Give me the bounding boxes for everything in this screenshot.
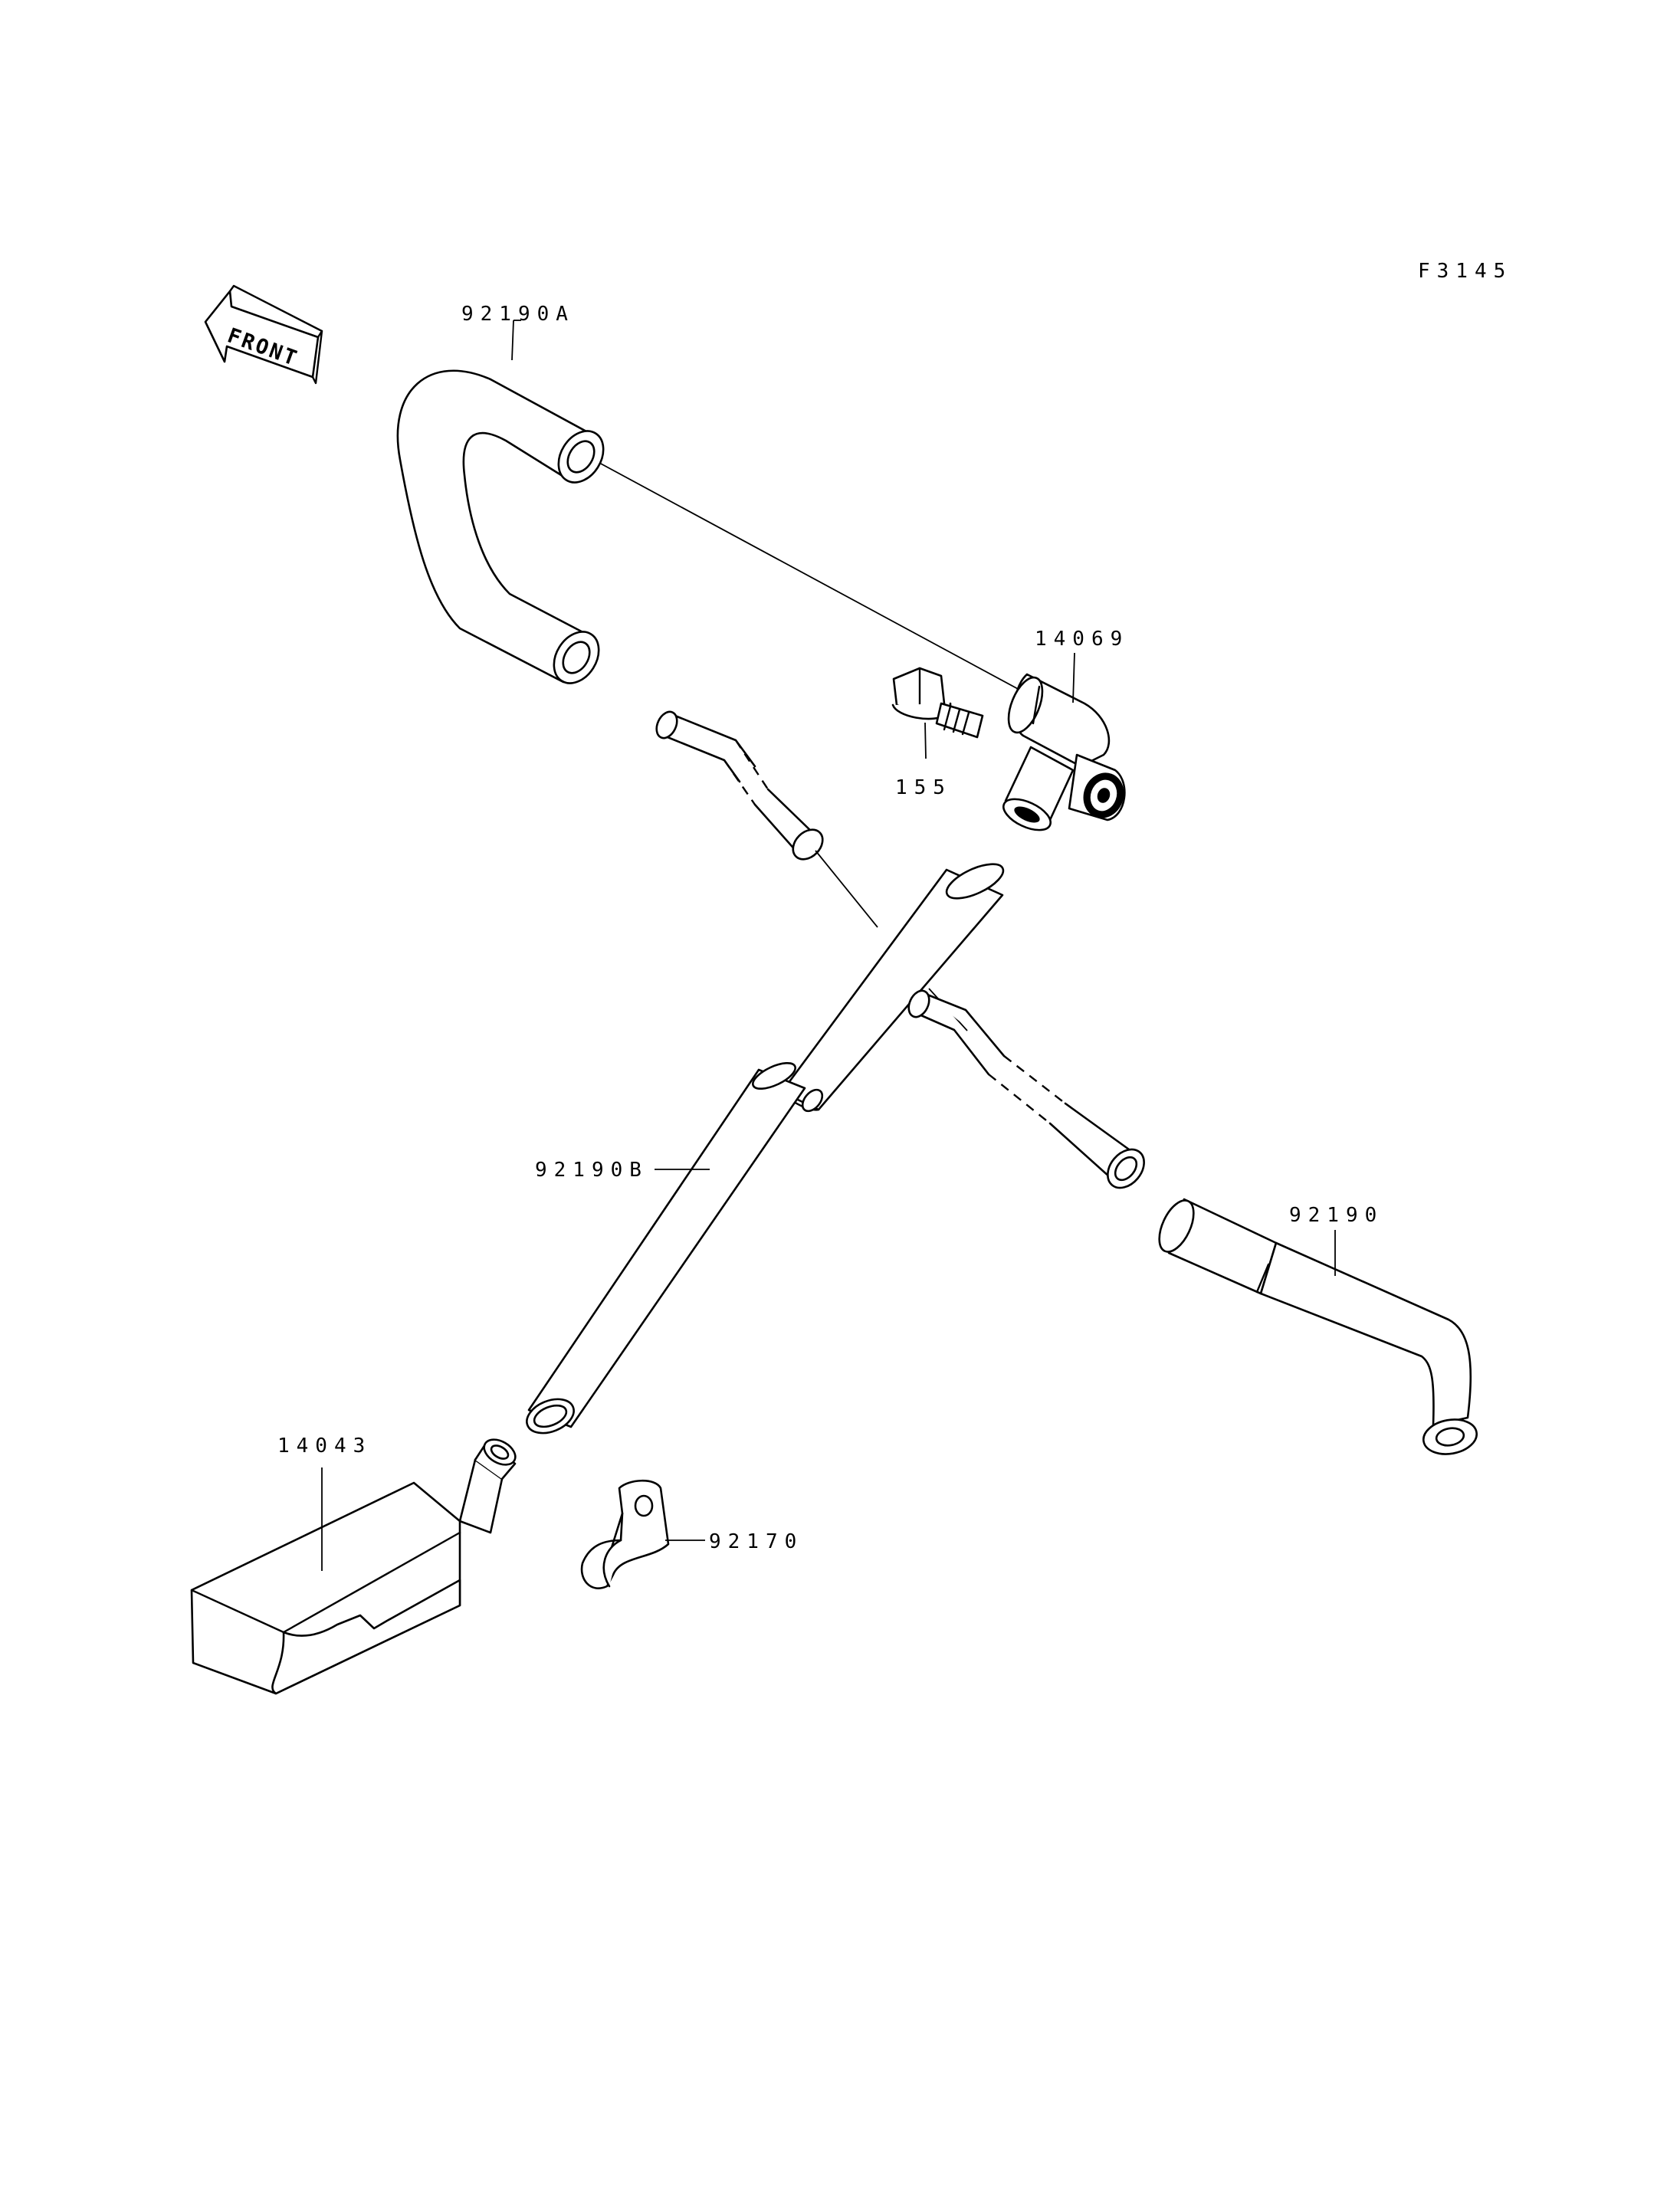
label-92190A: 92190A [461, 303, 575, 326]
part-14043: 14043 [190, 1435, 517, 1695]
label-14043: 14043 [277, 1435, 372, 1458]
part-155: 155 [891, 667, 984, 799]
part-92190B: 92190B [526, 710, 1145, 1435]
front-arrow-icon: FRONT [204, 284, 323, 385]
label-92190: 92190 [1289, 1204, 1383, 1227]
figure-code: F3145 [1418, 260, 1512, 283]
label-92170: 92170 [709, 1530, 803, 1553]
label-14069: 14069 [1035, 628, 1129, 651]
part-92190: 92190 [1158, 1198, 1478, 1455]
part-92190A: 92190A [396, 303, 605, 684]
label-155: 155 [895, 776, 952, 799]
label-92190B: 92190B [535, 1159, 648, 1182]
part-92170: 92170 [580, 1479, 803, 1589]
connection-leader [599, 462, 1020, 690]
part-14069: 14069 [1002, 628, 1129, 831]
